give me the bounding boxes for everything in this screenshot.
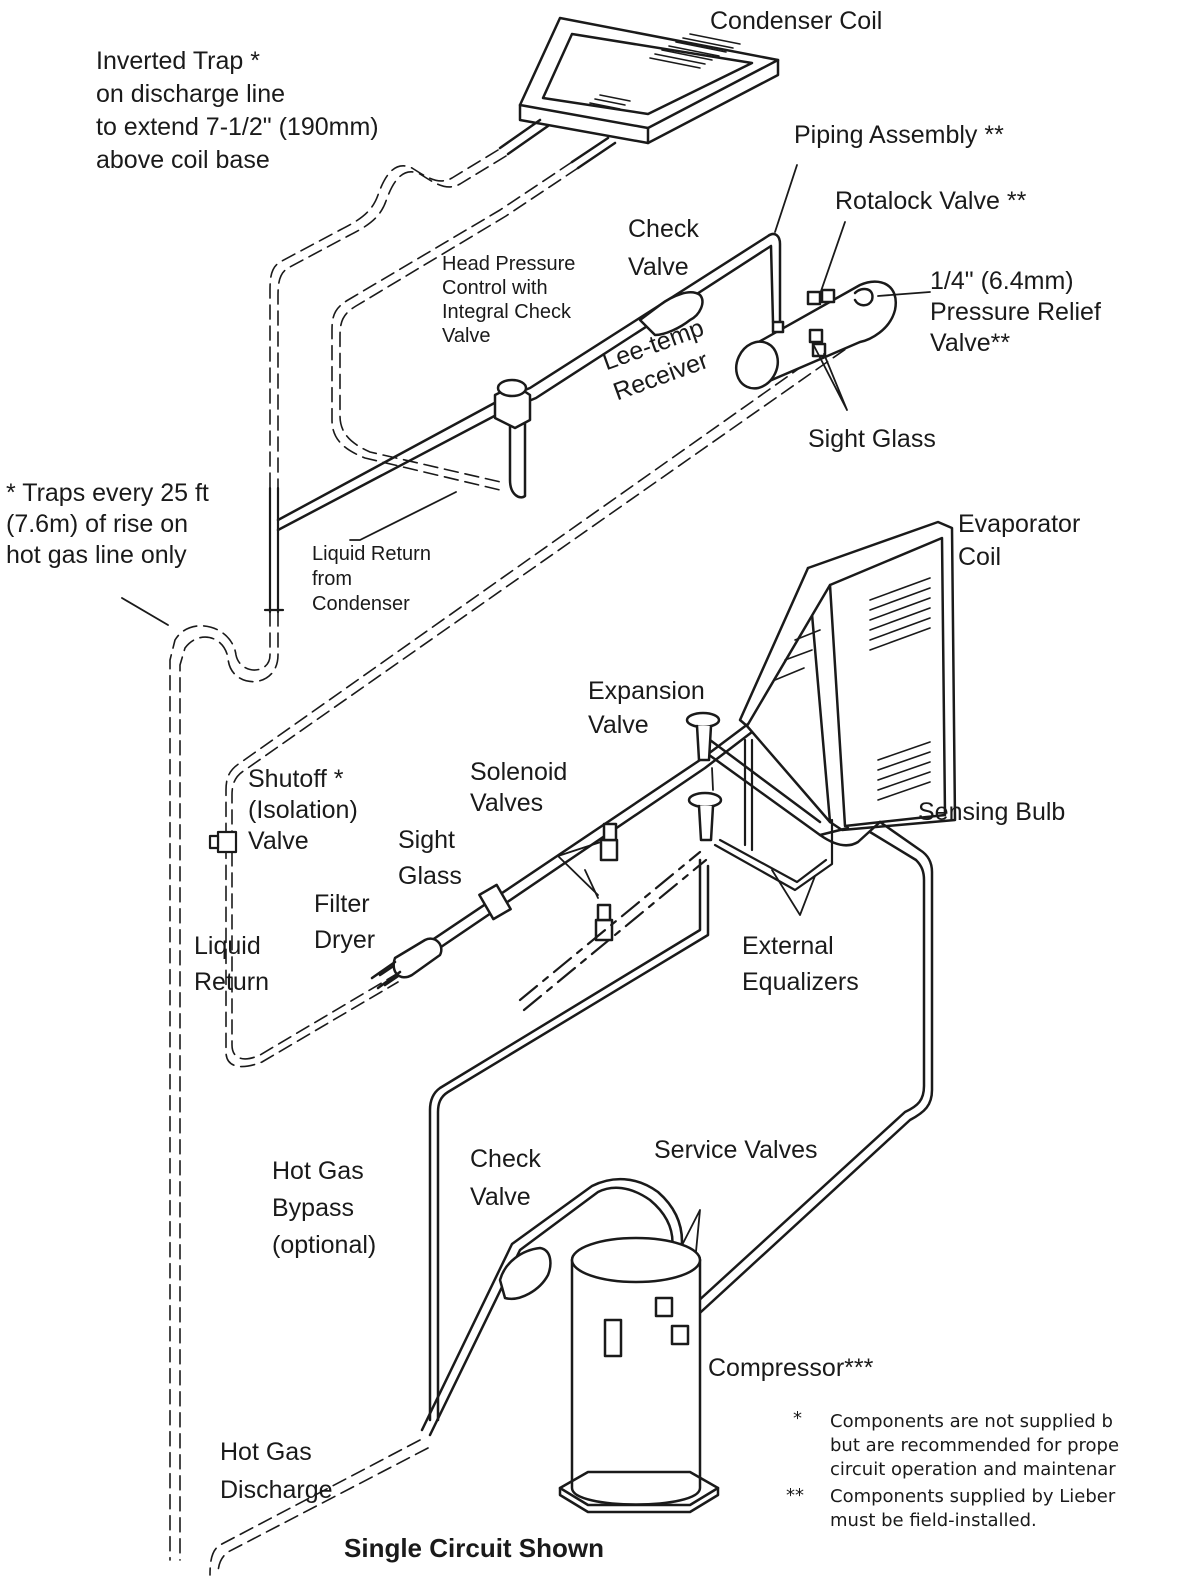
check-valve-bottom-label: Check Valve [470, 1145, 541, 1211]
check-valve-bottom [498, 1246, 552, 1301]
evaporator-coil [738, 520, 957, 832]
discharge-riser [263, 486, 285, 614]
hot-gas-discharge-label: Hot Gas Discharge [220, 1438, 333, 1504]
compressor [558, 1236, 720, 1514]
expansion-valve [685, 711, 723, 842]
filter-dryer-label: Filter Dryer [314, 890, 376, 954]
hot-gas-bypass-label: Hot Gas Bypass (optional) [272, 1157, 377, 1259]
piping-assembly-label: Piping Assembly ** [794, 121, 1004, 149]
external-equalizers-label: External Equalizers [742, 932, 859, 996]
traps-note-label: * Traps every 25 ft (7.6m) of rise on ho… [6, 479, 209, 569]
shutoff-valve [208, 830, 238, 854]
hot-gas-bypass-line [518, 850, 708, 1012]
shutoff-valve-label: Shutoff * (Isolation) Valve [248, 765, 358, 855]
sight-glass-top-label: Sight Glass [808, 425, 936, 453]
head-pressure-control-label: Head Pressure Control with Integral Chec… [442, 253, 576, 347]
footnote-1-text: Components are not supplied b but are re… [830, 1411, 1120, 1480]
service-valves-label: Service Valves [654, 1136, 818, 1164]
diagram-title: Single Circuit Shown [344, 1533, 605, 1563]
condenser-coil-label: Condenser Coil [710, 7, 883, 35]
compressor-label: Compressor*** [708, 1354, 874, 1382]
sensing-bulb-label: Sensing Bulb [918, 798, 1066, 826]
external-equalizers [713, 738, 834, 892]
footnote-2-text: Components supplied by Lieber must be fi… [830, 1486, 1116, 1531]
evaporator-coil-label: Evaporator Coil [958, 510, 1081, 571]
lee-temp-receiver [734, 280, 898, 390]
filter-dryer [370, 937, 443, 990]
inverted-trap-label: Inverted Trap * on discharge line to ext… [96, 47, 379, 174]
liquid-return-condenser-label: Liquid Return from Condenser [312, 543, 431, 615]
hot-gas-discharge-line [169, 149, 507, 1561]
condenser-coil [498, 16, 780, 170]
head-pressure-valve [493, 378, 532, 430]
upper-liquid-piping [276, 232, 782, 532]
pressure-relief-valve-label: 1/4" (6.4mm) Pressure Relief Valve** [930, 267, 1101, 357]
suction-line [428, 820, 934, 1422]
check-valve-top-label: Check Valve [628, 215, 699, 281]
rotalock-valve-label: Rotalock Valve ** [835, 187, 1027, 215]
hot-gas-discharge-dashed [209, 1439, 429, 1576]
footnote-2-mark: ** [786, 1485, 804, 1506]
liquid-return-label: Liquid Return [194, 932, 270, 996]
footnote-1-mark: * [793, 1408, 802, 1429]
sight-glass-mid [478, 883, 512, 921]
sight-glass-mid-label: Sight Glass [398, 826, 462, 890]
expansion-valve-label: Expansion Valve [588, 677, 705, 739]
check-valve-top [638, 291, 704, 337]
solenoid-valves-label: Solenoid Valves [470, 758, 568, 817]
